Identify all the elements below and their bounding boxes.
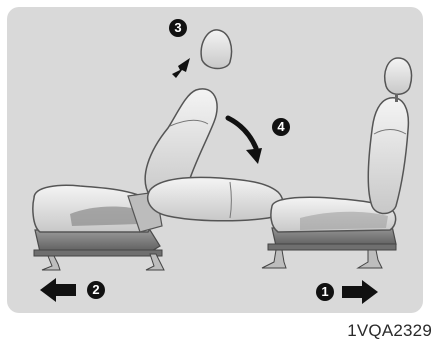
marker-2-label: 2 xyxy=(87,281,105,299)
marker-4-label: 4 xyxy=(272,118,290,136)
arrow-right-icon xyxy=(342,280,378,304)
right-seat-rail xyxy=(268,244,396,250)
arrow-curved-head-icon xyxy=(246,148,262,164)
middle-cushion-body xyxy=(148,177,283,220)
arrow-up-right-icon xyxy=(172,58,190,78)
left-seat-leg-front xyxy=(42,256,60,270)
middle-cushion xyxy=(148,177,283,220)
left-seat-base xyxy=(35,230,160,252)
right-seat xyxy=(262,58,412,268)
right-seat-headrest xyxy=(385,58,412,94)
left-seat xyxy=(33,30,232,270)
right-seat-backrest xyxy=(368,98,408,214)
marker-1-label: 1 xyxy=(316,283,334,301)
arrow-left-icon xyxy=(40,278,76,302)
right-seat-leg-front xyxy=(262,250,286,268)
left-seat-rail xyxy=(34,250,162,256)
right-headrest-post xyxy=(395,94,398,102)
right-seat-leg-rear xyxy=(358,250,382,268)
left-seat-headrest xyxy=(201,30,231,69)
arrow-curved-icon xyxy=(228,118,256,148)
figure-code: 1VQA2329 xyxy=(347,321,432,341)
marker-3-label: 3 xyxy=(169,19,187,37)
